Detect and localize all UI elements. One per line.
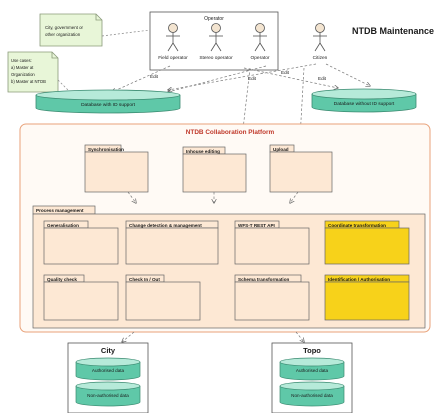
- actor-citizen-label: Citizen: [313, 55, 328, 61]
- package-generalisation: Generalisation: [43, 220, 119, 265]
- note-use-cases: Use cases: a) Master at Organization b) …: [7, 51, 59, 93]
- store-city-non-authorised-db: Non-authorised data: [75, 381, 141, 407]
- package-change-detection: Change detection & management: [125, 220, 219, 265]
- note-organization-line-1: City, government or: [45, 25, 84, 30]
- database-without-id-support-label: Database without ID support: [334, 101, 395, 107]
- store-topo: Topo Authorised data Non-authorised data: [271, 342, 353, 413]
- store-city-authorised-db: Authorised data: [75, 357, 141, 381]
- actor-field-operator-label: Field operator: [158, 55, 188, 61]
- store-city-non-authorised-label: Non-authorised data: [87, 393, 129, 398]
- package-upload: Upload: [269, 144, 333, 193]
- note-use-cases-line-3: Organization: [11, 72, 35, 77]
- package-quality-check: Quality check: [43, 274, 119, 321]
- package-coordinate-transformation-label: Coordinate transformation: [328, 223, 386, 228]
- diagram-title: NTDB Maintenance: [352, 26, 434, 36]
- package-inhouse-editing-label: Inhouse editing: [186, 149, 220, 154]
- edge-label-edit-4: Edit: [318, 76, 327, 81]
- package-generalisation-label: Generalisation: [47, 223, 79, 228]
- edge-label-edit-2: Edit: [281, 70, 290, 75]
- store-topo-non-authorised-db: Non-authorised data: [279, 381, 345, 407]
- package-synchronisation: Synchronisation: [84, 144, 149, 193]
- store-topo-non-authorised-label: Non-authorised data: [291, 393, 333, 398]
- package-check-in-out-label: Check In / Out: [129, 277, 160, 282]
- platform-internal-arrows: [127, 191, 299, 203]
- note-use-cases-line-4: b) Master at NTDB: [11, 79, 46, 84]
- process-management-label: Process management: [36, 208, 84, 213]
- actor-operator-icon: [253, 23, 267, 52]
- note-organization-line-2: other organization: [45, 32, 81, 37]
- store-topo-title: Topo: [303, 346, 321, 355]
- package-schema-transformation-label: Schema transformation: [238, 277, 290, 282]
- package-identification-authorisation-label: Identification / Authorisation: [328, 277, 390, 282]
- store-city: City Authorised data Non-authorised data: [67, 342, 149, 413]
- package-wfs-t-rest-api-label: WFS-T REST API: [238, 223, 275, 228]
- store-city-title: City: [101, 346, 116, 355]
- actor-operator-label: Operator: [251, 55, 270, 61]
- edge-label-edit-3: Edit: [248, 76, 257, 81]
- package-coordinate-transformation: Coordinate transformation: [324, 220, 410, 265]
- database-with-id-support: Database with ID support: [35, 89, 181, 114]
- package-inhouse-editing: Inhouse editing: [182, 146, 247, 193]
- store-topo-authorised-label: Authorised data: [296, 368, 329, 373]
- store-city-authorised-label: Authorised data: [92, 368, 125, 373]
- actor-citizen-icon: [313, 23, 327, 52]
- package-identification-authorisation: Identification / Authorisation: [324, 274, 410, 321]
- platform-title: NTDB Collaboration Platform: [186, 129, 275, 136]
- note-use-cases-line-1: Use cases:: [11, 58, 32, 63]
- store-arrows: [122, 331, 304, 342]
- operator-group: Operator: [149, 11, 279, 71]
- operator-group-label: Operator: [204, 16, 224, 22]
- package-synchronisation-label: Synchronisation: [88, 147, 124, 152]
- actor-field-operator-icon: [166, 23, 180, 52]
- database-with-id-support-label: Database with ID support: [81, 102, 136, 108]
- database-without-id-support: Database without ID support: [311, 88, 417, 113]
- actor-stereo-operator-icon: [209, 23, 223, 52]
- note-organization: City, government or other organization: [39, 13, 103, 47]
- package-upload-label: Upload: [273, 147, 289, 152]
- package-wfs-t-rest-api: WFS-T REST API: [234, 220, 310, 265]
- edge-label-edit-1: Edit: [150, 74, 159, 79]
- package-check-in-out: Check In / Out: [125, 274, 201, 321]
- actor-stereo-operator-label: Stereo operator: [199, 55, 233, 61]
- note-use-cases-line-2: a) Master at: [11, 65, 34, 70]
- note-organization-connector: [101, 29, 151, 37]
- package-schema-transformation: Schema transformation: [234, 274, 310, 321]
- store-topo-authorised-db: Authorised data: [279, 357, 345, 381]
- package-change-detection-label: Change detection & management: [129, 223, 202, 228]
- package-quality-check-label: Quality check: [47, 277, 77, 282]
